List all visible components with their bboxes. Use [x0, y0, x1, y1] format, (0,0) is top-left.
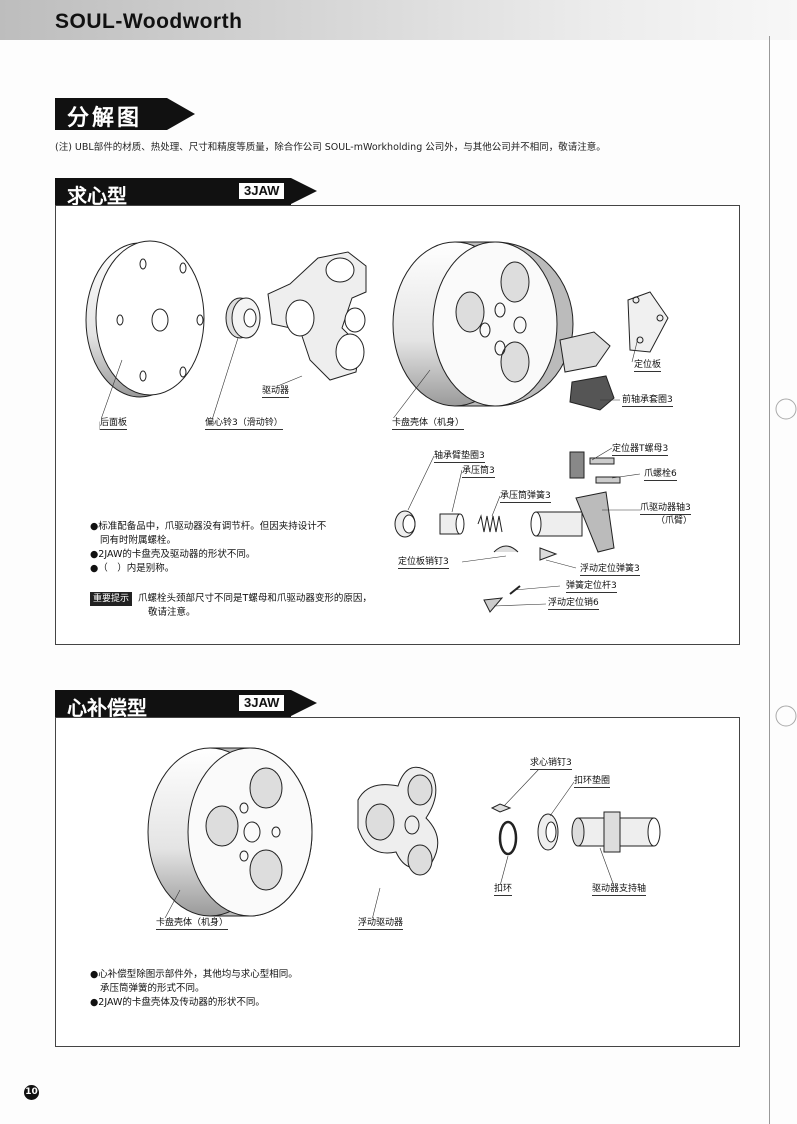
- chuck-body-drawing: [392, 241, 574, 407]
- section1-bullet-3: ●2JAW的卡盘壳及驱动器的形状不同。: [90, 549, 256, 560]
- section2-bullet-3: ●2JAW的卡盘壳体及传动器的形状不同。: [90, 997, 265, 1008]
- label-driver-support: 驱动器支持轴: [592, 884, 647, 896]
- margin-ring-1: [775, 398, 797, 420]
- snap-ring-drawing: [498, 820, 518, 856]
- label-jaw-arm: （爪臂）: [656, 516, 693, 527]
- section2-bullets: ●心补偿型除图示部件外，其他均与求心型相同。 承压筒弹簧的形式不同。 ●2JAW…: [90, 968, 298, 1010]
- bearing-tube-drawing: [439, 513, 465, 535]
- right-margin-rule: [769, 36, 770, 1124]
- bearing-washer-drawing: [394, 510, 416, 538]
- label-float-driver: 浮动驱动器: [358, 918, 404, 930]
- label-locating-pin: 定位板销钉3: [398, 557, 449, 569]
- front-bearing-ring-drawing: [559, 331, 615, 411]
- brand-logo: SOUL-Woodworth: [55, 10, 243, 33]
- label-chuck-body-2: 卡盘壳体（机身）: [156, 918, 229, 930]
- label-spring-rod: 弹簧定位杆3: [566, 581, 617, 593]
- centering-pin-drawing: [490, 803, 512, 813]
- section2-bullet-2: 承压筒弹簧的形式不同。: [100, 983, 205, 994]
- main-title: 分解图: [67, 106, 143, 131]
- label-float-pin: 浮动定位销6: [548, 598, 599, 610]
- label-ring-washer: 扣环垫圈: [574, 776, 611, 788]
- section1-tip: 重要提示爪螺栓头颈部尺寸不同是T螺母和爪驱动器变形的原因， 敬请注意。: [90, 592, 372, 620]
- section1-tag: 3JAW: [238, 182, 286, 200]
- jaw-driver-shaft-drawing: [530, 491, 615, 553]
- float-driver-drawing: [357, 766, 439, 876]
- label-bearing-tube: 承压筒3: [462, 466, 495, 478]
- label-chuck-body: 卡盘壳体（机身）: [392, 418, 465, 430]
- label-locator-t-nut: 定位器T螺母3: [612, 444, 669, 456]
- locating-plate-drawing: [627, 291, 669, 353]
- section1-bullet-1: ●标准配备品中，爪驱动器没有调节杆。但因夹持设计不: [90, 521, 327, 532]
- label-jaw-bolt: 爪螺栓6: [644, 469, 677, 481]
- main-title-arrow: [167, 98, 195, 130]
- tip-line-2: 敬请注意。: [148, 607, 196, 618]
- tip-badge: 重要提示: [90, 592, 133, 606]
- label-eccentric-bell: 偏心铃3（滑动铃）: [205, 418, 283, 430]
- section1-bullet-4: ●（ ）内是别称。: [90, 563, 175, 574]
- label-bearing-washer: 轴承臂垫圈3: [434, 451, 485, 463]
- label-tube-spring: 承压筒弹簧3: [500, 491, 551, 503]
- rear-plate-drawing: [85, 240, 205, 398]
- t-nut-drawing: [569, 451, 615, 479]
- label-locating-plate: 定位板: [634, 360, 662, 372]
- section2-bullet-1: ●心补偿型除图示部件外，其他均与求心型相同。: [90, 969, 298, 980]
- jaw-bolt-drawing: [595, 476, 621, 484]
- section1-arrow: [291, 178, 317, 204]
- section2-arrow: [291, 690, 317, 716]
- chuck-body-2-drawing: [147, 747, 313, 917]
- section1-title: 求心型: [67, 184, 127, 208]
- label-jaw-driver-shaft: 爪驱动器轴3: [640, 503, 691, 515]
- page-header: SOUL-Woodworth: [0, 0, 797, 40]
- margin-ring-2: [775, 705, 797, 727]
- section2-title: 心补偿型: [67, 696, 147, 720]
- tube-spring-drawing: [477, 514, 503, 533]
- label-snap-ring: 扣环: [494, 884, 513, 896]
- section2-tag: 3JAW: [238, 694, 286, 712]
- section2-leader-lines: [163, 767, 615, 921]
- section1-bullet-2: 同有时附属螺栓。: [100, 535, 177, 546]
- label-driver: 驱动器: [262, 386, 290, 398]
- driver-drawing: [267, 251, 367, 381]
- section1-bullets: ●标准配备品中，爪驱动器没有调节杆。但因夹持设计不 同有时附属螺栓。 ●2JAW…: [90, 520, 326, 576]
- float-pin-drawing: [483, 547, 558, 613]
- driver-support-drawing: [571, 811, 661, 853]
- eccentric-bell-drawing: [225, 297, 261, 339]
- label-rear-plate: 后面板: [100, 418, 128, 430]
- locating-pin-drawing: [493, 545, 519, 553]
- page-number: 10: [24, 1085, 39, 1100]
- quality-note: (注) UBL部件的材质、热处理、尺寸和精度等质量，除合作公司 SOUL-mWo…: [55, 142, 606, 153]
- label-float-pin-spring: 浮动定位弹簧3: [580, 564, 640, 576]
- label-front-bearing-ring: 前轴承套圈3: [622, 395, 673, 407]
- tip-line-1: 爪螺栓头颈部尺寸不同是T螺母和爪驱动器变形的原因，: [138, 593, 372, 604]
- ring-washer-drawing: [537, 813, 559, 851]
- label-centering-pin: 求心销钉3: [530, 758, 572, 770]
- main-title-banner: [55, 98, 167, 130]
